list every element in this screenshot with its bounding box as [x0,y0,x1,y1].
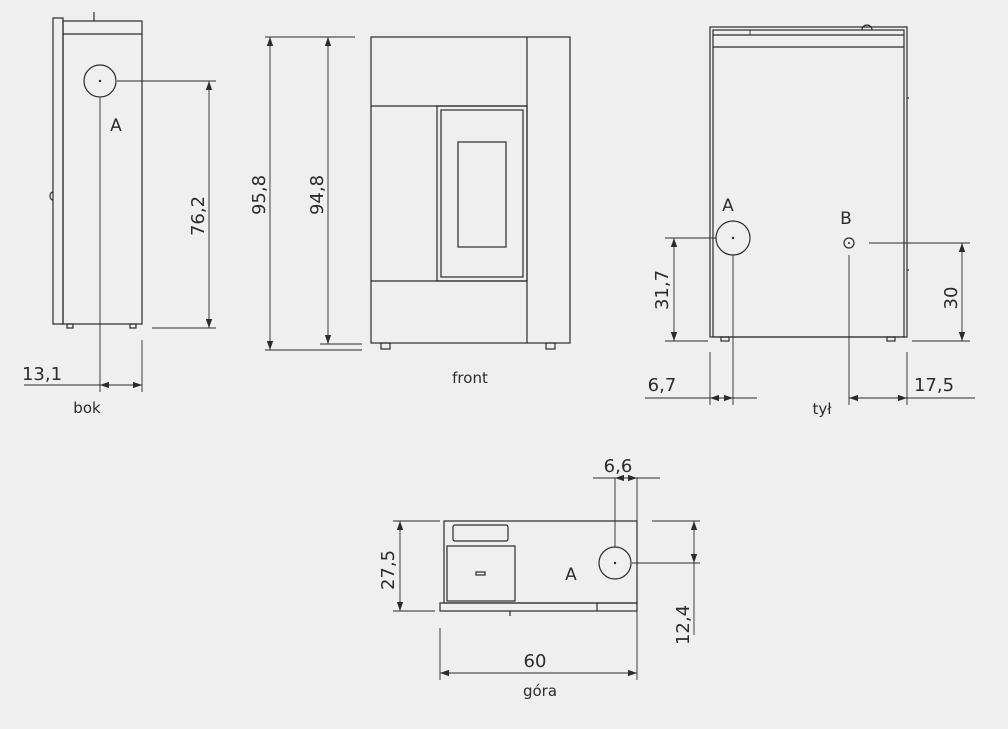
front-door-glass [457,141,507,248]
top-dim-width-value: 60 [524,651,547,672]
top-front-panel [439,602,638,612]
back-connector-b-label: B [840,209,852,229]
side-view-label: bok [73,399,101,417]
front-dim-body-value: 94,8 [307,175,328,215]
top-dim-offset-value: 6,6 [604,456,633,477]
top-connector-a-center [613,561,617,565]
side-body [62,20,143,325]
top-connector-a-label: A [565,565,577,585]
back-flue-stub [861,24,873,31]
back-dim-b-offset-value: 17,5 [914,375,954,396]
back-dim-a-height-value: 31,7 [652,270,673,310]
back-dim-a-offset-value: 6,7 [648,375,677,396]
side-dim-offset-value: 13,1 [22,364,62,385]
side-view: A 76,2 13,1 bok [22,12,216,417]
top-dim-depth-a-value: 12,4 [673,605,694,645]
back-view-label: tył [812,400,832,418]
back-connector-a-label: A [722,196,734,216]
side-foot-front [66,323,74,329]
front-view-label: front [452,369,488,387]
front-body [370,36,571,344]
back-body-outer [709,26,908,338]
side-connector-a-label: A [110,116,122,136]
side-dim-height-value: 76,2 [188,196,209,236]
back-dim-b-height-value: 30 [941,287,962,310]
top-hopper-lid [446,545,516,602]
top-dim-depth-value: 27,5 [378,550,399,590]
top-hopper-handle [475,571,486,576]
back-foot-left [720,336,730,342]
front-view: 95,8 94,8 front [249,36,571,387]
back-connector-b [843,237,855,249]
front-foot-right [545,342,556,350]
side-handle [49,191,54,201]
front-dim-total-value: 95,8 [249,175,270,215]
side-connector-a-center [98,79,102,83]
back-foot-right [886,336,896,342]
side-front-panel [52,17,64,325]
back-connector-b-center [848,242,850,244]
side-connector-a [83,64,117,98]
back-body-inner [712,29,905,338]
top-display-panel [452,524,509,542]
front-door-frame [440,109,524,278]
top-view-label: góra [523,682,557,700]
front-foot-left [380,342,391,350]
front-door [436,105,528,282]
side-foot-back [129,323,137,329]
top-view: A 6,6 27,5 12,4 60 góra [378,456,700,700]
back-view: A B 31,7 30 6,7 17,5 tył [645,24,975,418]
top-body [443,520,638,604]
back-connector-a-center [731,236,735,240]
